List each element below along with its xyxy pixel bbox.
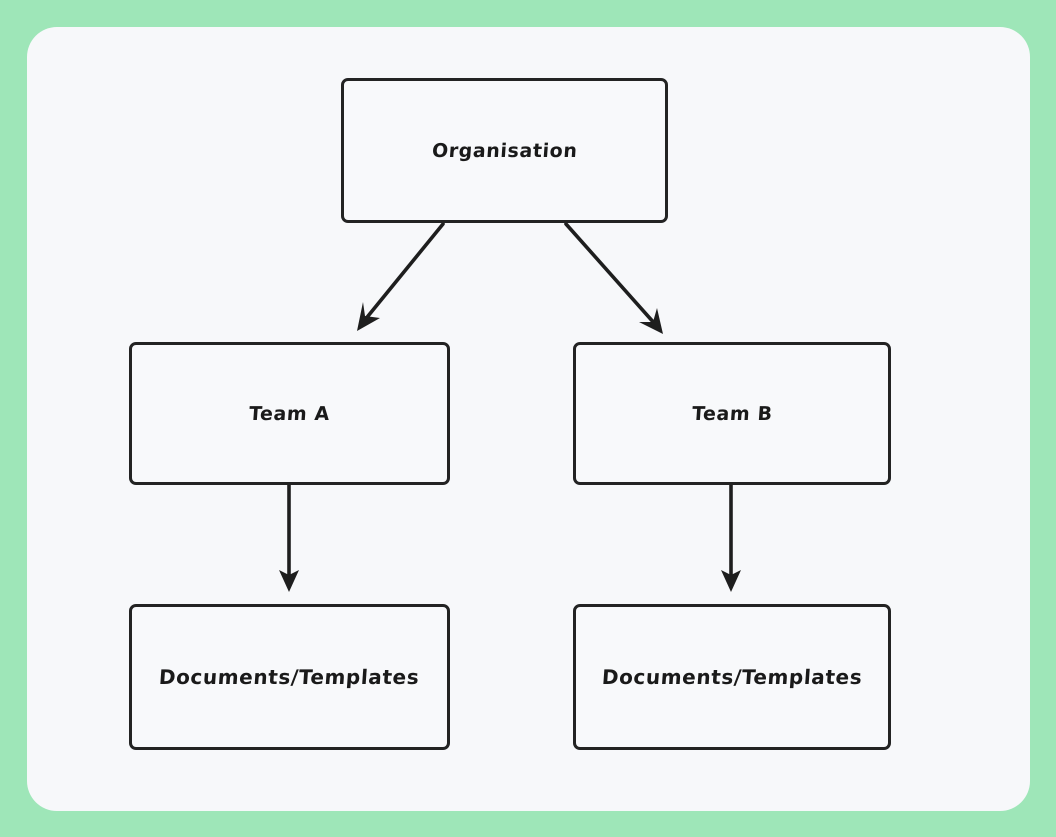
node-team-a-label: Team A [248, 402, 331, 425]
node-team-b-label: Team B [690, 402, 774, 425]
node-organisation-label: Organisation [430, 139, 579, 162]
node-team-b[interactable]: Team B [573, 342, 891, 485]
node-documents-templates-a-label: Documents/Templates [158, 665, 421, 689]
node-documents-templates-b-label: Documents/Templates [600, 665, 864, 689]
edge-team-a-to-docs-a [279, 483, 299, 592]
node-documents-templates-b[interactable]: Documents/Templates [573, 604, 891, 750]
node-organisation[interactable]: Organisation [341, 78, 668, 223]
edge-organisation-to-team-b [564, 222, 663, 334]
edge-team-b-to-docs-b [721, 483, 741, 592]
edge-organisation-to-team-a [357, 222, 445, 331]
node-team-a[interactable]: Team A [129, 342, 450, 485]
node-documents-templates-a[interactable]: Documents/Templates [129, 604, 450, 750]
